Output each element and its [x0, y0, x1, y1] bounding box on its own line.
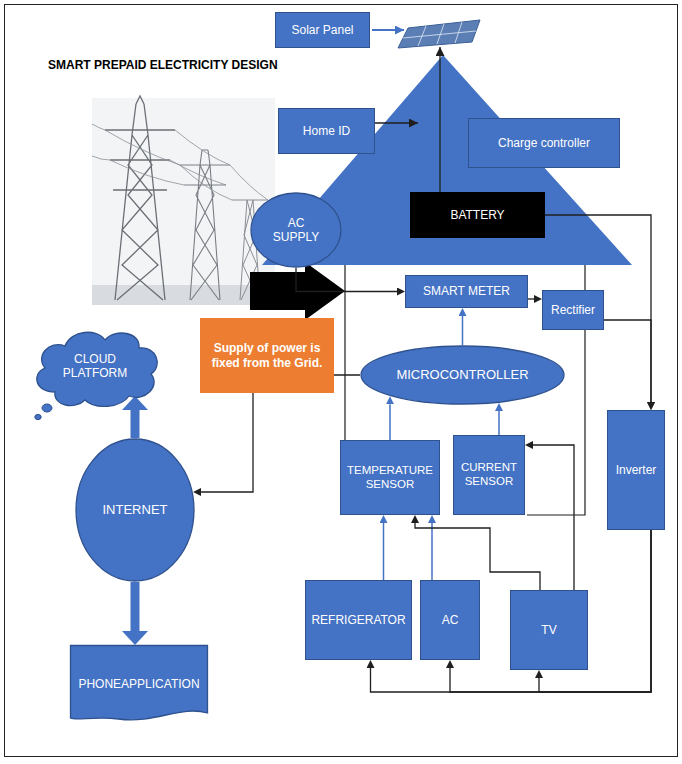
- solar-panel-icon: [398, 20, 480, 48]
- network-ellipse: INTERNET: [75, 438, 195, 582]
- pointer-arrow: [375, 122, 418, 123]
- sensor-box: CURRENT SENSOR: [453, 435, 525, 515]
- appliance-box: AC: [420, 580, 480, 660]
- label-area: Rectifier: [546, 294, 600, 326]
- connector-arrow: [462, 316, 464, 345]
- note-box: Supply of power is fixed from the Grid.: [200, 318, 334, 393]
- label-area: Inverter: [611, 414, 661, 526]
- node-label: SMART METER: [423, 284, 510, 298]
- connector-arrow: [383, 523, 385, 580]
- connector-arrow: [296, 268, 397, 292]
- label-area: TV: [516, 594, 582, 666]
- meter-box: SMART METER: [405, 275, 528, 308]
- node-label: BATTERY: [450, 208, 504, 222]
- panel-wire: [439, 47, 440, 192]
- power-wires: [92, 124, 275, 206]
- node-label: PHONEAPPLICATION: [78, 677, 199, 691]
- label-area: BATTERY: [416, 196, 539, 234]
- connector-arrow: [389, 404, 391, 440]
- ellipse-outline: [361, 346, 564, 404]
- cloud-outline: [37, 332, 158, 406]
- pylon-figure: [105, 96, 175, 300]
- node-label: TEMPERATURE SENSOR: [345, 464, 435, 492]
- source-circle: AC SUPPLY: [250, 192, 342, 268]
- figure-border: [5, 5, 678, 757]
- label-area: AC: [426, 584, 474, 656]
- node-label: CURRENT SENSOR: [458, 461, 520, 489]
- label-area: INTERNET: [91, 458, 180, 562]
- label-area: PHONEAPPLICATION: [75, 655, 203, 713]
- ellipse-outline: [76, 439, 194, 581]
- tower-photo-ground: [92, 285, 275, 305]
- node-label: TV: [541, 623, 556, 637]
- cloud-group: [35, 332, 157, 419]
- connector-arrow: [604, 320, 651, 402]
- document-shape: PHONEAPPLICATION: [70, 645, 208, 723]
- connector-arrow: [533, 445, 574, 590]
- connector-arrow: [131, 410, 140, 438]
- controller-ellipse: MICROCONTROLLER: [360, 345, 565, 405]
- node-label: Charge controller: [498, 136, 590, 150]
- label-area: CLOUD PLATFORM: [47, 342, 143, 390]
- thought-bubble: [35, 414, 41, 419]
- document-outline: [71, 646, 208, 720]
- process-box: Rectifier: [542, 290, 604, 330]
- node-label: AC: [442, 613, 459, 627]
- label-area: AC SUPPLY: [262, 203, 330, 258]
- connector-arrow: [131, 582, 140, 631]
- battery-box: BATTERY: [410, 192, 545, 238]
- input-box: Home ID: [278, 108, 375, 154]
- node-label: MICROCONTROLLER: [396, 367, 528, 383]
- node-label: Rectifier: [551, 303, 595, 317]
- connector-arrow: [431, 523, 433, 580]
- ellipse-outline: [251, 193, 341, 267]
- node-label: CLOUD PLATFORM: [55, 352, 135, 381]
- process-box: Charge controller: [468, 118, 620, 168]
- roof-triangle: [262, 55, 632, 265]
- pylon-figure: [180, 150, 230, 300]
- label-area: Charge controller: [474, 122, 614, 164]
- label-area: Home ID: [284, 112, 369, 150]
- tower-photo-sky: [92, 98, 275, 305]
- input-box: Solar Panel: [275, 12, 370, 48]
- appliance-box: TV: [510, 590, 588, 670]
- pointer-arrow: [372, 29, 404, 31]
- label-area: TEMPERATURE SENSOR: [345, 444, 435, 511]
- connector-arrow: [371, 530, 652, 692]
- appliance-box: REFRIGERATOR: [305, 580, 412, 660]
- sensor-box: TEMPERATURE SENSOR: [340, 440, 440, 515]
- cloud-shape: CLOUD PLATFORM: [25, 322, 165, 410]
- connector-arrow: [450, 530, 651, 692]
- node-label: Solar Panel: [291, 23, 353, 37]
- node-label: AC SUPPLY: [266, 216, 326, 245]
- node-label: Inverter: [616, 463, 657, 477]
- label-area: Solar Panel: [281, 16, 364, 44]
- label-area: CURRENT SENSOR: [458, 439, 520, 511]
- diagram-title: SMART PREPAID ELECTRICITY DESIGN: [48, 58, 278, 72]
- thought-bubble: [42, 404, 52, 412]
- node-label: Home ID: [303, 124, 350, 138]
- connector-arrow: [498, 411, 500, 435]
- node-label: INTERNET: [103, 502, 168, 518]
- node-label: REFRIGERATOR: [311, 613, 405, 627]
- solar-panel-grid: [403, 22, 476, 46]
- connector-arrow: [528, 298, 534, 299]
- label-area: REFRIGERATOR: [310, 584, 407, 656]
- label-area: SMART METER: [411, 278, 522, 305]
- label-area: MICROCONTROLLER: [387, 353, 539, 396]
- process-box: Inverter: [607, 410, 665, 530]
- label-area: Supply of power is fixed from the Grid.: [206, 322, 328, 389]
- node-label: Supply of power is fixed from the Grid.: [206, 341, 328, 370]
